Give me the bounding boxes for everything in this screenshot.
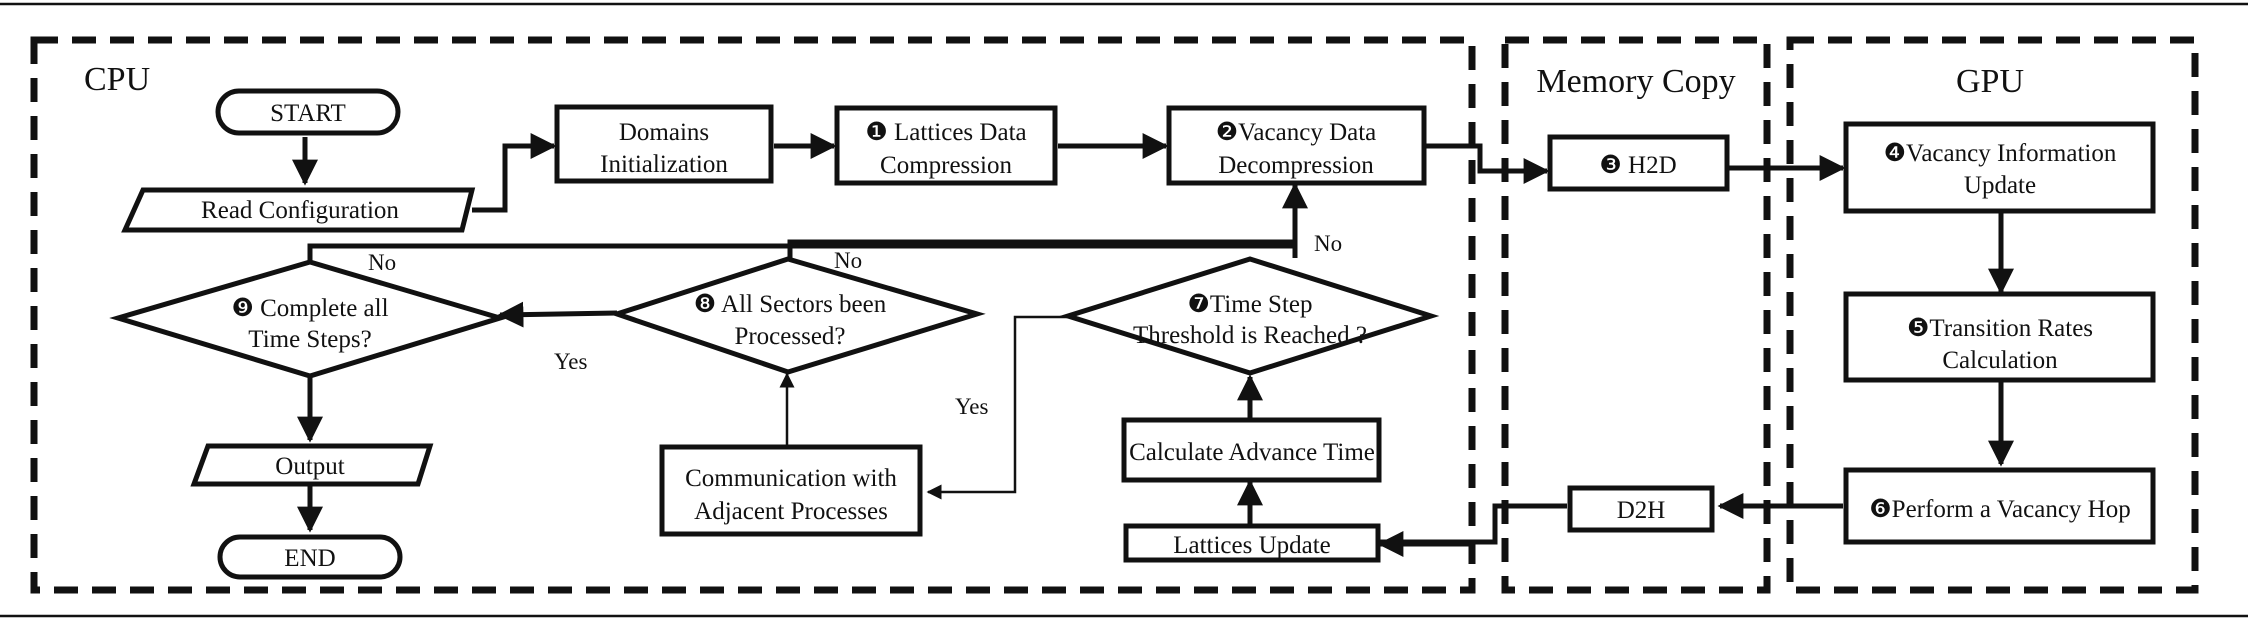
lattices-update-node: Lattices Update (1123, 523, 1381, 563)
communication-node: Communication with Adjacent Processes (659, 444, 923, 537)
h2d-label: ❸ H2D (1599, 152, 1676, 179)
complete-all-time-steps-line1: ❾ Complete all (231, 295, 388, 322)
edge-label-no-threshold: No (1314, 231, 1342, 256)
time-step-threshold-decision: ❼Time Step Threshold is Reached ? (1059, 256, 1440, 376)
memory-copy-region-title: Memory Copy (1536, 63, 1735, 100)
vacancy-data-decompression-node: ❷Vacancy Data Decompression (1166, 105, 1427, 186)
calculate-advance-time-node: Calculate Advance Time (1121, 417, 1382, 483)
perform-vacancy-hop-node: ❻Perform a Vacancy Hop (1843, 467, 2156, 545)
d2h-node: D2H (1567, 485, 1715, 533)
communication-line1: Communication with (685, 465, 897, 492)
d2h-label: D2H (1617, 497, 1666, 524)
all-sectors-processed-line2: Processed? (734, 323, 845, 350)
transition-rates-calculation-node: ❺Transition Rates Calculation (1843, 291, 2156, 383)
end-label: END (284, 545, 335, 572)
vacancy-data-decompression-line1: ❷Vacancy Data (1216, 119, 1377, 146)
complete-all-time-steps-decision: ❾ Complete all Time Steps? (109, 259, 509, 379)
h2d-node: ❸ H2D (1547, 134, 1730, 192)
edge-label-yes-threshold: Yes (955, 394, 989, 419)
domains-initialization-line2: Initialization (600, 151, 728, 178)
start-label: START (270, 100, 346, 127)
vacancy-information-update-line2: Update (1964, 172, 2036, 199)
read-configuration-node: Read Configuration (121, 187, 476, 233)
arrow-complete-no-loop (307, 243, 1295, 262)
arrow-sectors-no-loop (787, 239, 1295, 258)
output-label: Output (275, 453, 345, 480)
communication-line2: Adjacent Processes (694, 498, 888, 525)
edge-label-yes-sectors: Yes (554, 349, 588, 374)
gpu-region-title: GPU (1956, 63, 2024, 100)
region-boundaries (30, 36, 2199, 594)
time-step-threshold-line2: Threshold is Reached ? (1133, 322, 1367, 349)
complete-all-time-steps-line2: Time Steps? (248, 326, 371, 353)
perform-vacancy-hop-label: ❻Perform a Vacancy Hop (1869, 496, 2130, 523)
lattices-data-compression-line1: ❶ Lattices Data (865, 119, 1026, 146)
arrow-threshold-yes-to-communication (926, 315, 1068, 500)
vacancy-information-update-node: ❹Vacancy Information Update (1843, 121, 2156, 214)
lattices-data-compression-node: ❶ Lattices Data Compression (834, 105, 1058, 186)
lattices-data-compression-line2: Compression (880, 152, 1012, 179)
arrow-read-to-domains (472, 133, 557, 213)
gpu-region-border (1786, 36, 2199, 594)
domains-initialization-node: Domains Initialization (554, 104, 774, 184)
start-terminal: START (215, 88, 401, 136)
time-step-threshold-line1: ❼Time Step (1188, 291, 1313, 318)
end-terminal: END (217, 534, 403, 580)
transition-rates-calculation-line2: Calculation (1942, 347, 2058, 374)
transition-rates-calculation-line1: ❺Transition Rates (1907, 315, 2093, 342)
lattices-update-label: Lattices Update (1173, 532, 1331, 559)
memory-copy-region-border (1501, 36, 1771, 594)
read-configuration-label: Read Configuration (201, 197, 399, 224)
arrow-sectors-yes-to-complete (497, 301, 618, 328)
vacancy-data-decompression-line2: Decompression (1218, 152, 1374, 179)
edge-label-no-sectors: No (834, 248, 862, 273)
cpu-region-border (30, 36, 1476, 594)
output-node: Output (190, 443, 434, 487)
arrow-decompression-to-h2d (1426, 143, 1550, 184)
edge-label-no-complete: No (368, 250, 396, 275)
all-sectors-processed-line1: ❽ All Sectors been (694, 291, 887, 318)
calculate-advance-time-label: Calculate Advance Time (1129, 439, 1375, 466)
connectors (292, 133, 2014, 557)
cpu-region-title: CPU (84, 61, 150, 98)
domains-initialization-line1: Domains (619, 119, 709, 146)
vacancy-information-update-line1: ❹Vacancy Information (1884, 140, 2117, 167)
all-sectors-processed-decision: ❽ All Sectors been Processed? (609, 256, 986, 375)
